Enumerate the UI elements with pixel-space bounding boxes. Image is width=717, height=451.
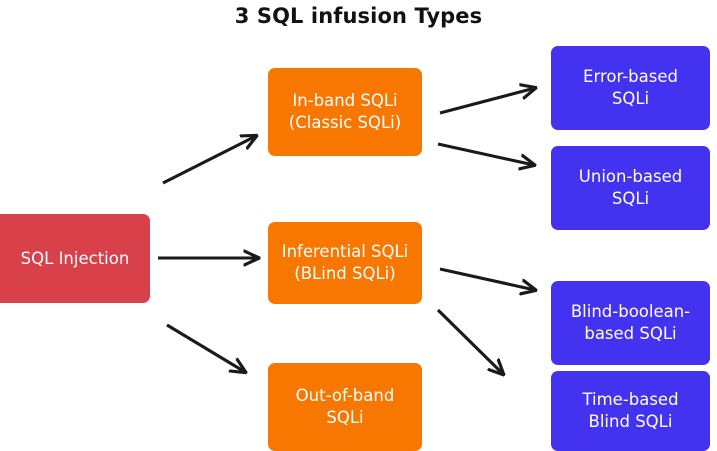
node-inferential-sqli[interactable]: Inferential SQLi (BLind SQLi) xyxy=(268,222,422,304)
page-title: 3 SQL infusion Types xyxy=(234,4,483,28)
node-out-of-band-sqli[interactable]: Out-of-band SQLi xyxy=(268,363,422,451)
arrow-inferential-to-time-based xyxy=(436,308,503,374)
arrow-sql-injection-to-in-band xyxy=(162,136,256,185)
node-error-based-sqli[interactable]: Error-based SQLi xyxy=(551,46,710,130)
arrow-in-band-to-error-based xyxy=(439,88,535,115)
arrow-in-band-to-union-based xyxy=(437,142,534,165)
node-union-based-sqli[interactable]: Union-based SQLi xyxy=(551,146,710,230)
node-blind-boolean-based-sqli[interactable]: Blind-boolean- based SQLi xyxy=(551,281,710,365)
arrow-sql-injection-to-out-of-band xyxy=(166,323,245,372)
node-in-band-sqli[interactable]: In-band SQLi (Classic SQLi) xyxy=(268,68,422,156)
arrow-inferential-to-blind-boolean xyxy=(439,267,535,290)
node-time-based-blind-sqli[interactable]: Time-based Blind SQLi xyxy=(551,371,710,451)
node-sql-injection[interactable]: SQL Injection xyxy=(0,214,150,303)
